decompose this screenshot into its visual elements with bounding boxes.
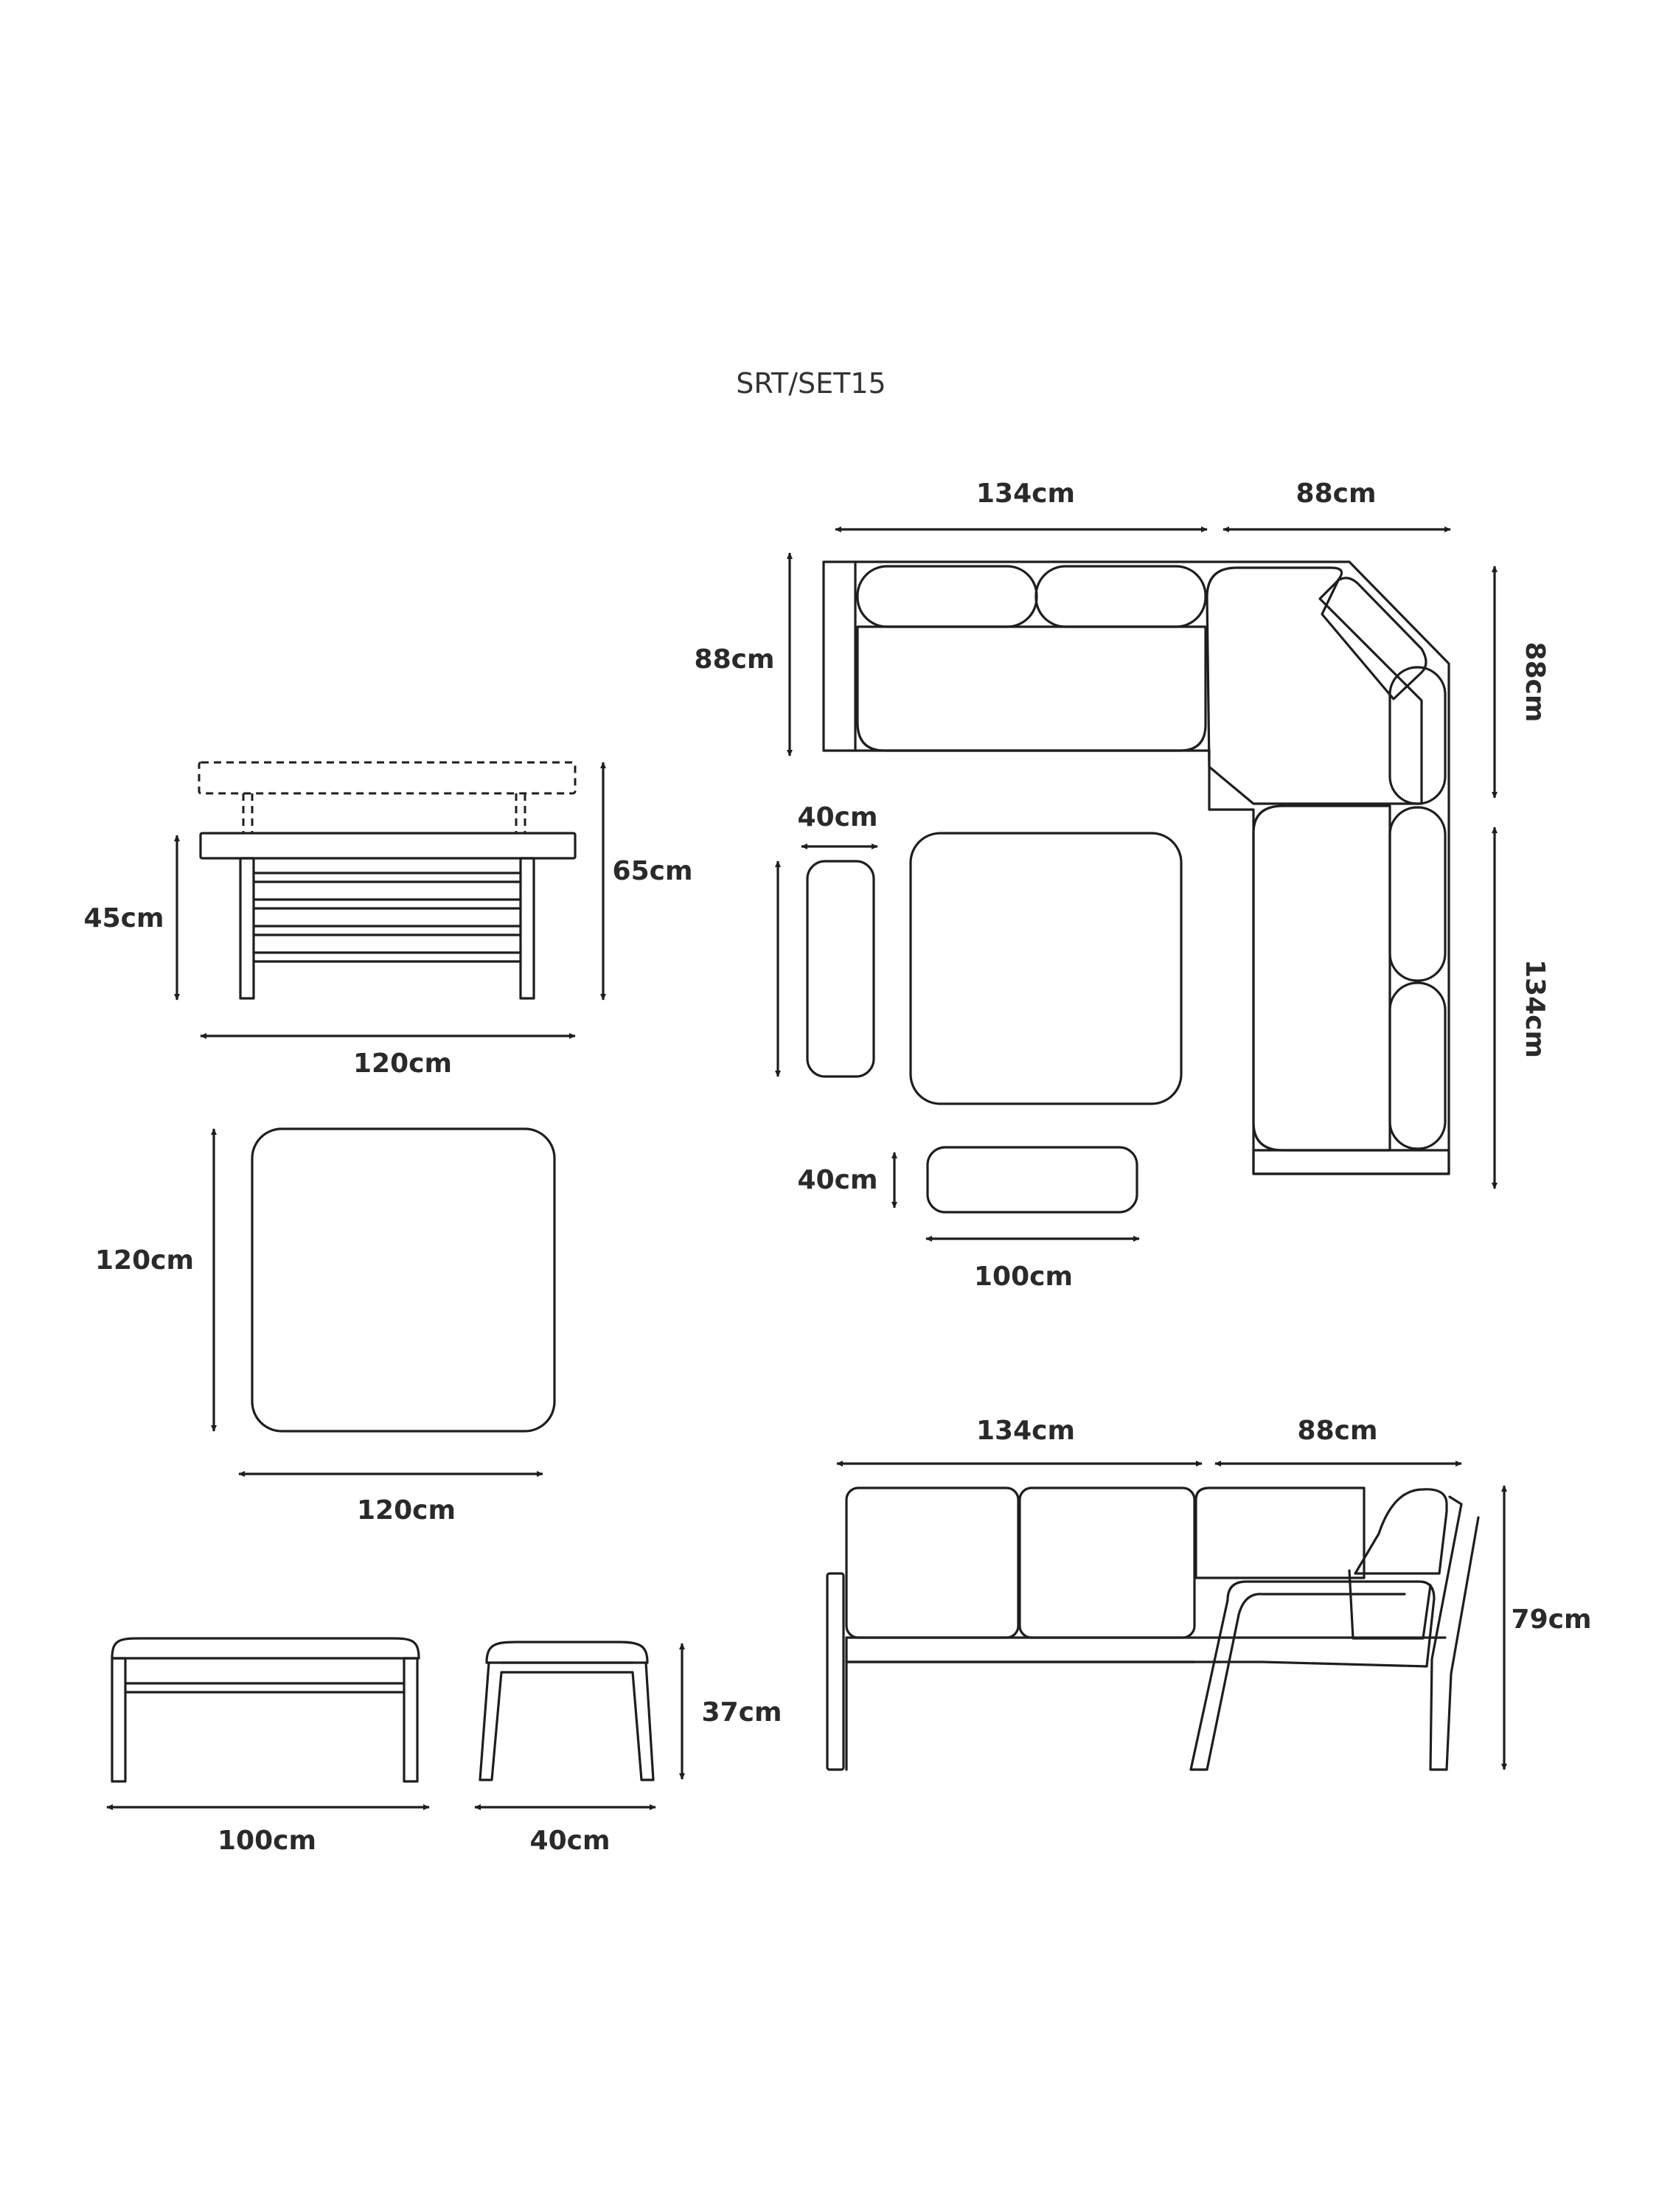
plan-bench (926, 1146, 1138, 1214)
dim-label-bench-width: 100cm (218, 1826, 316, 1856)
dim-label-table-height-45: 45cm (84, 903, 164, 933)
corner-sofa-plan-view (822, 560, 1450, 1175)
dim-label-plan-bench-depth: 40cm (798, 1165, 878, 1195)
dim-label-plan-stool-width: 40cm (798, 802, 878, 832)
table-side-view (198, 761, 577, 1000)
dim-label-tabletop-width: 120cm (357, 1495, 456, 1526)
plan-table (909, 832, 1183, 1105)
dim-label-plan-right-depth-lower: 134cm (1520, 959, 1550, 1058)
dim-label-sofa-left-width: 134cm (976, 1416, 1075, 1446)
dim-label-stool-width: 40cm (530, 1826, 611, 1856)
bench-front-view (111, 1637, 420, 1783)
dim-label-tabletop-depth: 120cm (95, 1245, 194, 1276)
plan-stool (806, 860, 875, 1078)
dim-label-table-height-65: 65cm (613, 856, 693, 886)
dim-label-plan-left-depth: 88cm (695, 644, 775, 675)
dim-label-plan-bench-width: 100cm (974, 1262, 1073, 1292)
dim-label-stool-height: 37cm (702, 1697, 782, 1728)
stool-front-view (479, 1641, 655, 1781)
dim-label-plan-right-width: 88cm (1296, 479, 1377, 509)
dim-label-table-width: 120cm (353, 1048, 452, 1079)
model-code: SRT/SET15 (736, 367, 886, 400)
table-top-view (251, 1127, 556, 1433)
dim-label-sofa-right-width: 88cm (1298, 1416, 1378, 1446)
dim-label-sofa-height: 79cm (1512, 1604, 1592, 1635)
sofa-front-view (826, 1486, 1480, 1771)
dim-label-plan-left-width: 134cm (976, 479, 1075, 509)
dim-label-plan-right-depth-upper: 88cm (1520, 642, 1550, 723)
